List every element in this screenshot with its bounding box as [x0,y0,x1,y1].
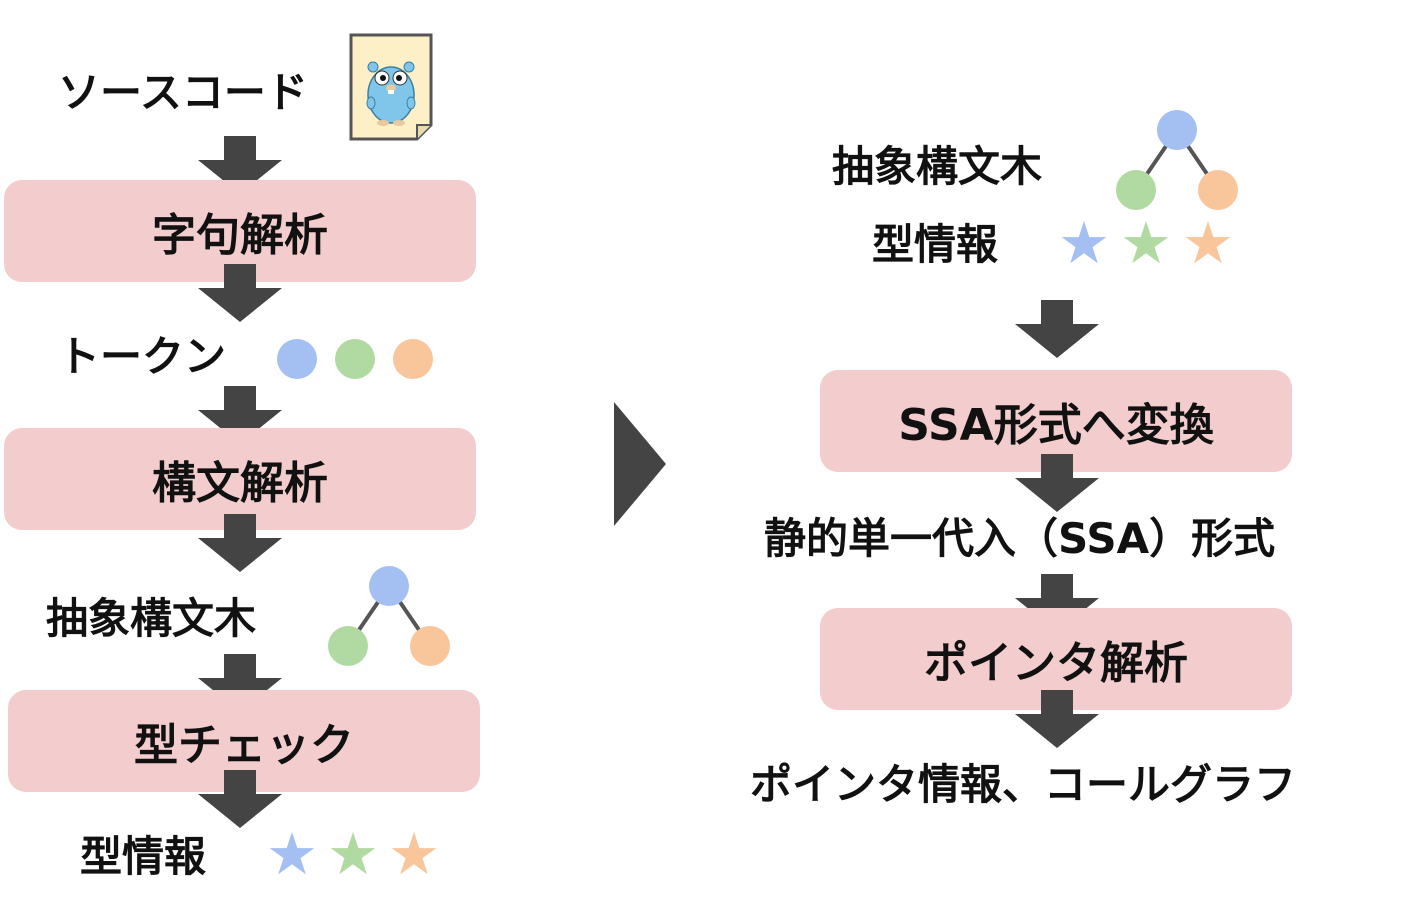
token-green-circle-icon [335,339,375,379]
arrow-down-2 [198,264,282,322]
green-star-icon: ★ [327,820,379,888]
right-triangle-arrow-icon [614,402,666,526]
label-type-info: 型情報 [80,832,207,881]
blue-star-icon: ★ [266,820,318,888]
right-label-ast: 抽象構文木 [832,142,1043,191]
orange-star-icon: ★ [388,820,440,888]
gopher-file-icon [349,33,435,141]
right-orange-star-icon: ★ [1182,209,1234,277]
right-arrow-down-2 [1015,454,1099,512]
label-ssa-form: 静的単一代入（SSA）形式 [764,514,1276,563]
token-blue-circle-icon [277,339,317,379]
arrow-down-6 [198,770,282,828]
arrow-down-3 [198,386,282,444]
right-green-star-icon: ★ [1120,209,1172,277]
arrow-down-4 [198,514,282,572]
tree-icon [326,566,454,668]
right-arrow-down-1 [1015,300,1099,358]
right-arrow-down-4 [1015,690,1099,748]
arrow-down-5 [198,654,282,712]
right-blue-star-icon: ★ [1058,209,1110,277]
label-ast: 抽象構文木 [46,594,257,643]
label-tokens: トークン [58,332,227,381]
label-source-code: ソースコード [58,68,308,117]
token-orange-circle-icon [393,339,433,379]
arrow-down-1 [198,136,282,194]
stage-parsing: 構文解析 [4,428,476,530]
right-tree-icon [1114,110,1242,212]
right-arrow-down-3 [1015,574,1099,632]
label-result: ポインタ情報、コールグラフ [750,760,1297,809]
right-label-type-info: 型情報 [872,220,999,269]
